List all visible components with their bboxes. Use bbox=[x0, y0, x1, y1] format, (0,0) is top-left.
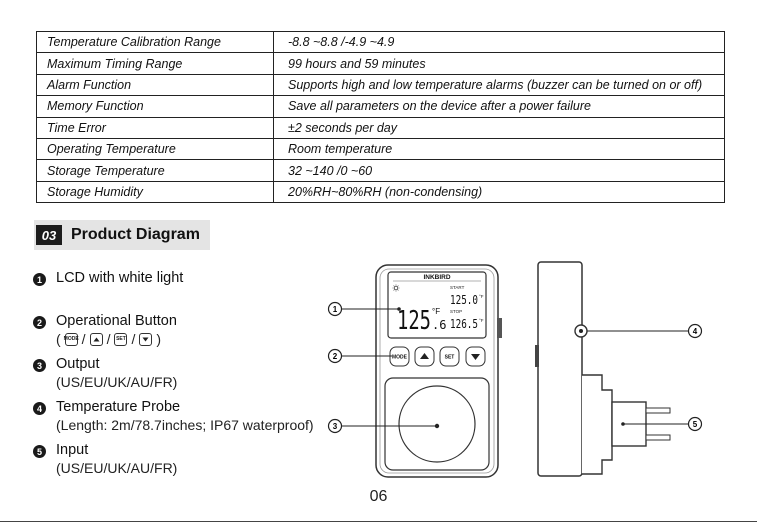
feature-title: LCD with white light bbox=[56, 270, 184, 286]
start-value: 125.0 bbox=[450, 293, 478, 307]
callout-5: 5 bbox=[687, 416, 703, 432]
spec-label: Alarm Function bbox=[36, 73, 274, 97]
separator: / bbox=[81, 331, 86, 347]
specification-table: Temperature Calibration Range-8.8 ~8.8 /… bbox=[36, 30, 725, 204]
spec-value: 32 ~140 /0 ~60 bbox=[273, 159, 725, 182]
feature-title: Operational Button bbox=[56, 313, 177, 329]
down-button-icon bbox=[139, 332, 153, 346]
callout-1: 1 bbox=[327, 301, 343, 317]
feature-number: 1 bbox=[33, 273, 46, 286]
up-button[interactable] bbox=[414, 346, 435, 367]
feature-subtitle: (US/EU/UK/AU/FR) bbox=[56, 374, 178, 390]
stop-value: 126.5 bbox=[450, 317, 478, 331]
feature-number: 4 bbox=[33, 402, 46, 415]
svg-text:5: 5 bbox=[693, 420, 698, 429]
separator: / bbox=[131, 331, 136, 347]
section-title: Product Diagram bbox=[71, 226, 200, 243]
spec-label: Storage Temperature bbox=[36, 159, 274, 182]
device-front-view: INKBIRD START 125.0 °F STOP 126.5 °F 125… bbox=[375, 264, 502, 478]
svg-text:1: 1 bbox=[333, 305, 338, 314]
page-number: 06 bbox=[369, 488, 388, 505]
stop-unit: °F bbox=[479, 318, 484, 323]
feature-subtitle: (US/EU/UK/AU/FR) bbox=[56, 460, 178, 476]
up-button-icon bbox=[89, 332, 103, 346]
callout-3: 3 bbox=[327, 418, 343, 434]
start-label: START bbox=[450, 285, 465, 290]
start-unit: °F bbox=[479, 294, 484, 299]
main-temperature: 125 bbox=[397, 306, 431, 336]
lcd-screen bbox=[387, 271, 487, 339]
svg-text:SET: SET bbox=[445, 355, 455, 361]
section-header: 03 Product Diagram bbox=[34, 220, 210, 250]
mode-button[interactable]: MODE bbox=[389, 346, 410, 367]
svg-text:2: 2 bbox=[333, 352, 338, 361]
button-icons-row: ( MODE / / SET / ) bbox=[56, 331, 161, 347]
feature-number: 5 bbox=[33, 445, 46, 458]
device-side-view bbox=[535, 261, 671, 477]
paren-close: ) bbox=[156, 331, 162, 347]
bottom-divider bbox=[0, 521, 757, 522]
section-number: 03 bbox=[36, 225, 62, 245]
down-button[interactable] bbox=[465, 346, 486, 367]
callout-2: 2 bbox=[327, 348, 343, 364]
feature-title: Input bbox=[56, 442, 89, 458]
brand-logo: INKBIRD bbox=[423, 274, 450, 281]
spec-value: 20%RH~80%RH (non-condensing) bbox=[273, 180, 725, 204]
mode-button-icon: MODE bbox=[64, 332, 79, 346]
feature-number: 2 bbox=[33, 316, 46, 329]
feature-subtitle: (Length: 2m/78.7inches; IP67 waterproof) bbox=[56, 417, 314, 433]
feature-number: 3 bbox=[33, 359, 46, 372]
spec-row: Time Error±2 seconds per day bbox=[36, 116, 725, 139]
probe-port-side bbox=[497, 318, 502, 338]
paren-open: ( bbox=[56, 331, 61, 347]
sun-icon bbox=[392, 284, 400, 292]
feature-title: Output bbox=[56, 356, 100, 372]
separator: / bbox=[106, 331, 111, 347]
input-plug-body bbox=[582, 374, 613, 475]
set-button-icon: SET bbox=[114, 332, 128, 346]
svg-text:3: 3 bbox=[333, 422, 338, 431]
feature-title: Temperature Probe bbox=[56, 399, 181, 415]
svg-text:4: 4 bbox=[693, 327, 698, 336]
main-temperature-decimal: .6 bbox=[432, 318, 446, 332]
set-button[interactable]: SET bbox=[439, 346, 460, 367]
stop-label: STOP bbox=[450, 309, 462, 314]
callout-4: 4 bbox=[687, 323, 703, 339]
spec-label: Storage Humidity bbox=[36, 180, 274, 204]
main-temperature-unit: °F bbox=[432, 307, 440, 316]
svg-text:MODE: MODE bbox=[392, 355, 408, 361]
